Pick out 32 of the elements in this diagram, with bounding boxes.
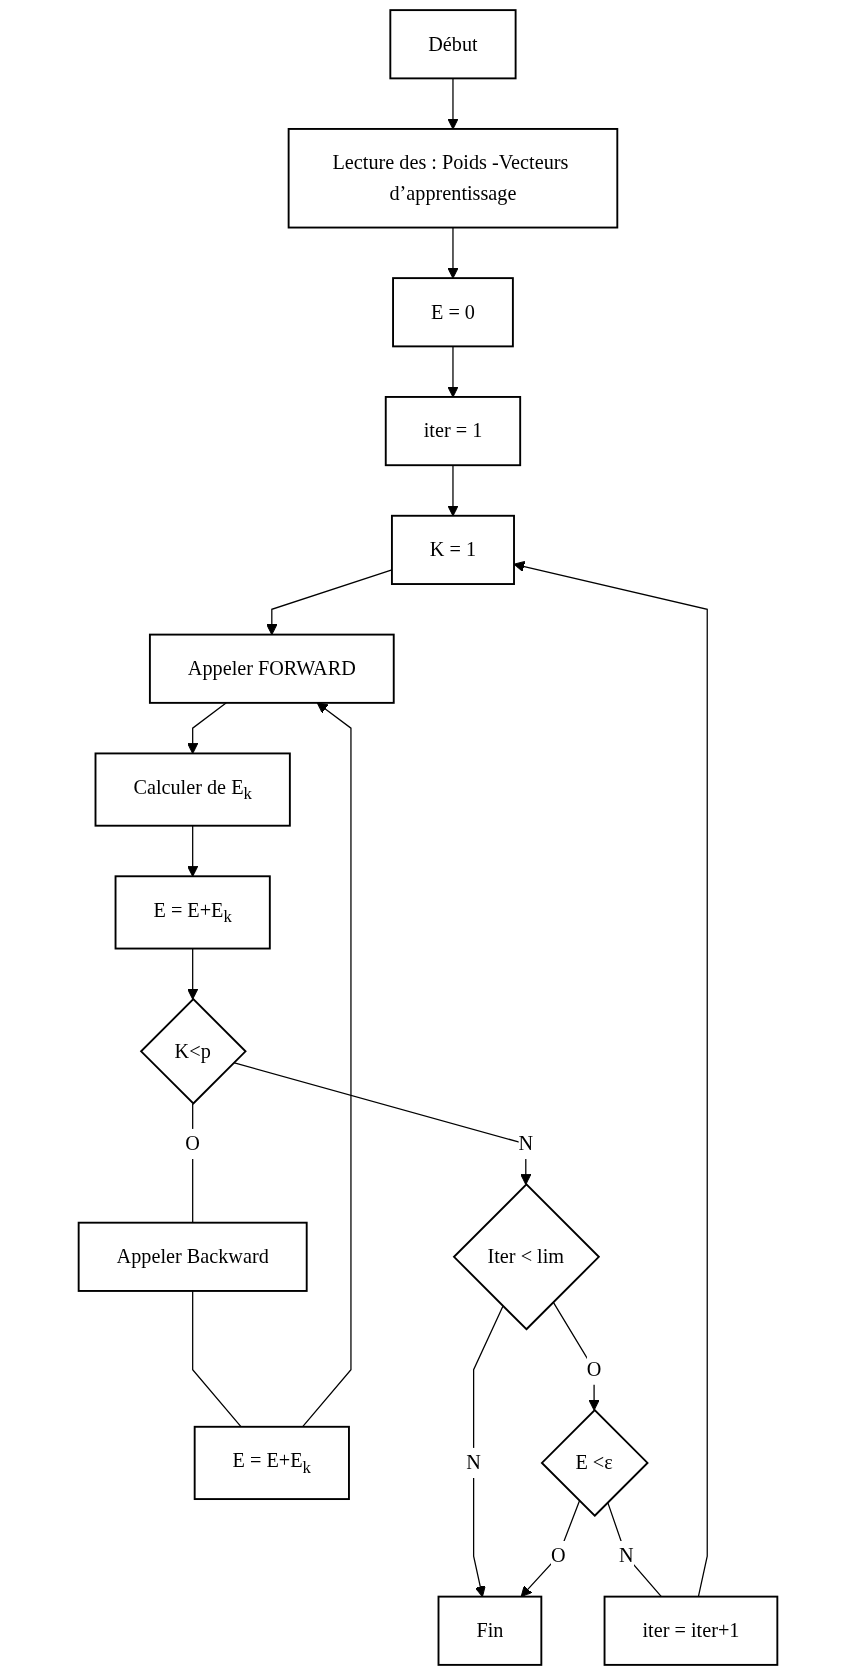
node-diamond: Iter < lim	[452, 1183, 601, 1331]
edge-label: O	[550, 1544, 566, 1567]
node-box: Appeler Backward	[77, 1221, 308, 1292]
node-diamond: E <ε	[540, 1408, 649, 1518]
connector	[192, 1290, 242, 1428]
node-diamond: K<p	[139, 997, 247, 1105]
node-box: E = E+E$_{k}$	[193, 1425, 350, 1500]
edge-label: O	[586, 1358, 602, 1380]
node-box: E = E+E$_{k}$	[114, 875, 271, 950]
node-box: Calculer de E$_{k}$	[94, 752, 291, 827]
arrow	[520, 1500, 581, 1598]
node-box: Début	[389, 9, 517, 80]
node-box: iter = iter+1	[603, 1595, 779, 1666]
arrow	[447, 226, 459, 279]
node-box: iter = 1	[384, 396, 522, 467]
arrow	[187, 702, 227, 754]
node-box: Lecture des : Poids -Vecteurs d’apprentissage	[287, 128, 619, 229]
edge-label: N	[619, 1544, 634, 1567]
arrow	[473, 1305, 504, 1598]
edge-label: O	[185, 1132, 200, 1155]
arrow	[187, 947, 199, 1000]
node-box: Appeler FORWARD	[148, 633, 395, 704]
arrow	[447, 345, 459, 398]
node-box: K = 1	[390, 514, 515, 585]
arrow	[447, 77, 459, 130]
edge-label: N	[466, 1451, 481, 1474]
edge-label: N	[518, 1132, 534, 1155]
arrow	[447, 464, 459, 517]
arrow	[301, 702, 352, 1428]
node-box: Fin	[437, 1595, 543, 1666]
arrow	[187, 825, 199, 877]
node-box: E = 0	[392, 277, 514, 348]
